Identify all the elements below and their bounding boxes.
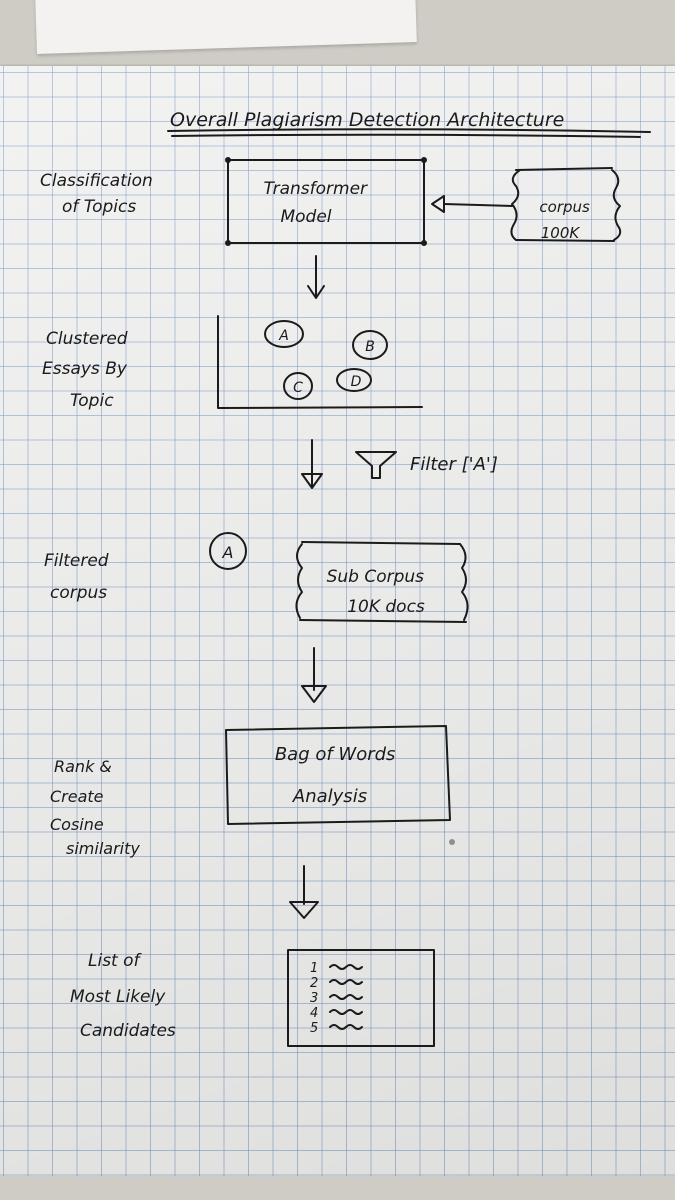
list-squiggle <box>329 964 363 970</box>
cluster-b-circle <box>352 330 388 360</box>
arrowhead-subcorpus-to-bow <box>301 685 327 703</box>
box-line: Analysis <box>292 786 367 807</box>
box-line: Sub Corpus <box>327 567 425 587</box>
box-line: 10K docs <box>347 597 425 617</box>
selected-cluster-label: A <box>222 543 234 562</box>
corpus-line: 100K <box>541 224 581 242</box>
arrow-corpus-to-model <box>443 203 513 207</box>
list-number: 3 <box>310 991 318 1006</box>
transformer-model-box <box>227 159 425 244</box>
box-line: Model <box>280 207 331 227</box>
label-list-of-candidates: List of Most Likely Candidates <box>70 951 176 1041</box>
title-underline <box>167 128 651 133</box>
diagram-title: Overall Plagiarism Detection Architectur… <box>170 109 564 131</box>
filter-label: Filter ['A'] <box>410 454 498 475</box>
subcorpus-label: Sub Corpus 10K docs <box>327 567 430 617</box>
corpus-left-brace <box>510 169 521 241</box>
cluster-a-label: A <box>278 328 289 344</box>
arrowhead-model-to-clusters <box>307 285 325 299</box>
label-line: similarity <box>66 839 140 858</box>
list-number: 4 <box>310 1006 318 1021</box>
list-squiggle <box>329 1009 363 1015</box>
cluster-plot-axes <box>217 315 423 409</box>
label-line: Clustered <box>46 329 128 349</box>
subcorpus-edges <box>299 541 467 623</box>
list-squiggle <box>329 979 363 985</box>
label-line: Create <box>50 787 104 806</box>
box-line: Bag of Words <box>275 744 396 765</box>
label-line: Filtered <box>44 551 109 571</box>
funnel-icon <box>355 451 397 479</box>
cluster-d-circle <box>336 368 372 392</box>
box-line: Transformer <box>264 179 368 199</box>
ink-smudge <box>449 839 455 845</box>
corpus-line: corpus <box>539 198 590 216</box>
selected-cluster-circle <box>209 532 247 570</box>
subcorpus-right-brace <box>459 543 469 621</box>
list-squiggle <box>329 994 363 1000</box>
box-corner <box>421 240 427 246</box>
label-line: Cosine <box>50 815 104 834</box>
cluster-c-circle <box>283 372 313 400</box>
label-line: Essays By <box>42 359 128 379</box>
list-number: 2 <box>310 976 318 991</box>
corpus-label: corpus 100K <box>539 198 594 242</box>
subcorpus-left-brace <box>295 543 303 619</box>
label-line: Candidates <box>80 1021 176 1041</box>
cluster-c-label: C <box>293 380 303 396</box>
label-filtered-corpus: Filtered corpus <box>44 551 114 603</box>
label-rank-cosine: Rank & Create Cosine similarity <box>50 757 140 858</box>
transformer-model-label: Transformer Model <box>264 179 373 227</box>
box-corner <box>421 157 427 163</box>
arrowhead-bow-to-list <box>289 901 319 919</box>
label-line: List of <box>88 951 143 971</box>
label-line: Most Likely <box>70 987 166 1007</box>
bag-of-words-box <box>225 725 451 825</box>
label-line: of Topics <box>62 197 136 217</box>
cluster-a-circle <box>264 320 304 348</box>
label-classification-of-topics: Classification of Topics <box>40 171 158 217</box>
list-squiggle <box>329 1024 363 1030</box>
arrowhead-corpus-to-model <box>431 195 445 213</box>
box-corner <box>225 240 231 246</box>
corpus-edges <box>515 167 615 242</box>
list-number: 1 <box>310 961 318 976</box>
candidates-list-box <box>287 949 435 1047</box>
label-line: Topic <box>70 391 114 411</box>
label-line: Rank & <box>54 757 112 776</box>
label-line: corpus <box>50 583 107 603</box>
cluster-b-label: B <box>365 339 375 355</box>
cluster-d-label: D <box>351 374 362 390</box>
title-underline-2 <box>171 133 641 138</box>
box-corner <box>225 157 231 163</box>
label-clustered-essays: Clustered Essays By Topic <box>42 329 133 411</box>
corpus-right-brace <box>611 169 622 241</box>
label-line: Classification <box>40 171 153 191</box>
bag-of-words-label: Bag of Words Analysis <box>275 744 401 807</box>
list-number: 5 <box>310 1021 318 1036</box>
arrowhead-clusters-to-filter <box>301 473 323 489</box>
